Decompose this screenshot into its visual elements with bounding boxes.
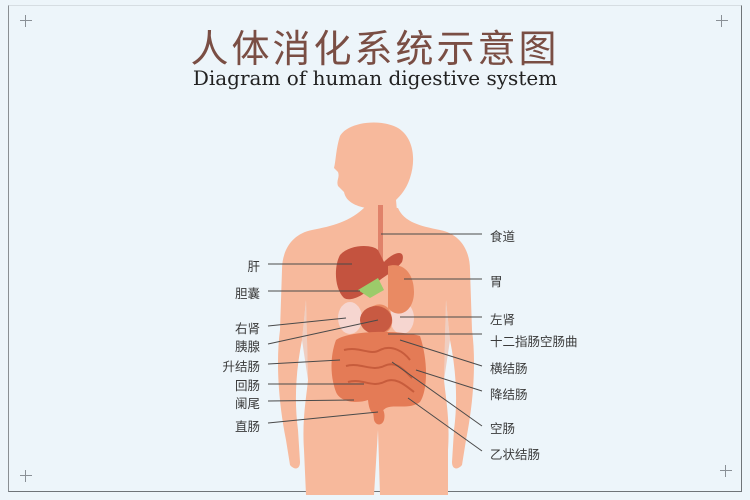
label-ascending-colon: 升结肠: [222, 359, 260, 374]
esophagus-shape: [378, 205, 383, 265]
label-liver: 肝: [247, 259, 260, 274]
label-left-kidney: 左肾: [490, 312, 516, 327]
label-appendix: 阑尾: [234, 396, 260, 411]
label-pancreas: 胰腺: [234, 339, 260, 354]
label-stomach: 胃: [490, 274, 503, 289]
right-kidney-shape: [338, 302, 362, 334]
label-descending-colon: 降结肠: [490, 387, 528, 402]
label-jejunum: 空肠: [490, 421, 516, 436]
gallbladder-shape: [358, 278, 384, 298]
label-gallbladder: 胆囊: [234, 286, 260, 301]
corner-cross-icon: [720, 465, 732, 477]
label-transverse-colon: 横结肠: [490, 361, 528, 376]
corner-cross-icon: [716, 15, 728, 27]
title-chinese: 人体消化系统示意图: [190, 27, 560, 71]
label-rectum: 直肠: [234, 419, 260, 434]
corner-cross-icon: [20, 470, 32, 482]
label-right-kidney: 右肾: [234, 321, 260, 336]
intestines-shape: [331, 331, 426, 425]
liver-shape: [335, 245, 403, 300]
corner-cross-icon: [20, 15, 32, 27]
label-duodenojejunal-flexure: 十二指肠空肠曲: [490, 334, 578, 349]
label-ileum: 回肠: [234, 378, 260, 393]
title-english: Diagram of human digestive system: [192, 66, 558, 90]
leader-lines: [267, 233, 483, 452]
label-esophagus: 食道: [490, 229, 516, 244]
label-sigmoid-colon: 乙状结肠: [490, 447, 541, 462]
diagram-frame: [8, 5, 742, 492]
